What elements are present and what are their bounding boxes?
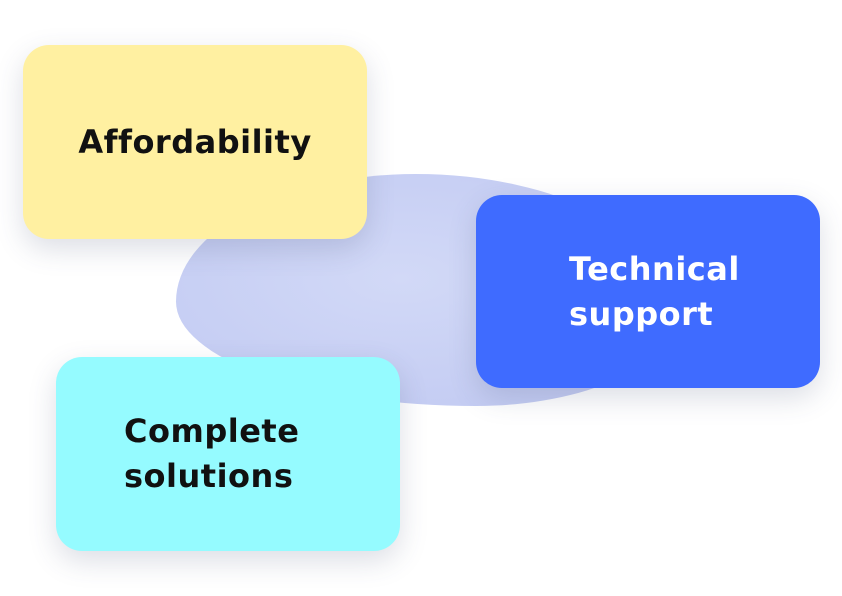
technical-support-label: Technical support [569,249,740,333]
complete-solutions-label: Complete solutions [124,412,300,495]
technical-support-card: Technical support [476,195,820,388]
affordability-label: Affordability [78,122,312,161]
affordability-card: Affordability [23,45,367,239]
complete-solutions-card: Complete solutions [56,357,400,551]
